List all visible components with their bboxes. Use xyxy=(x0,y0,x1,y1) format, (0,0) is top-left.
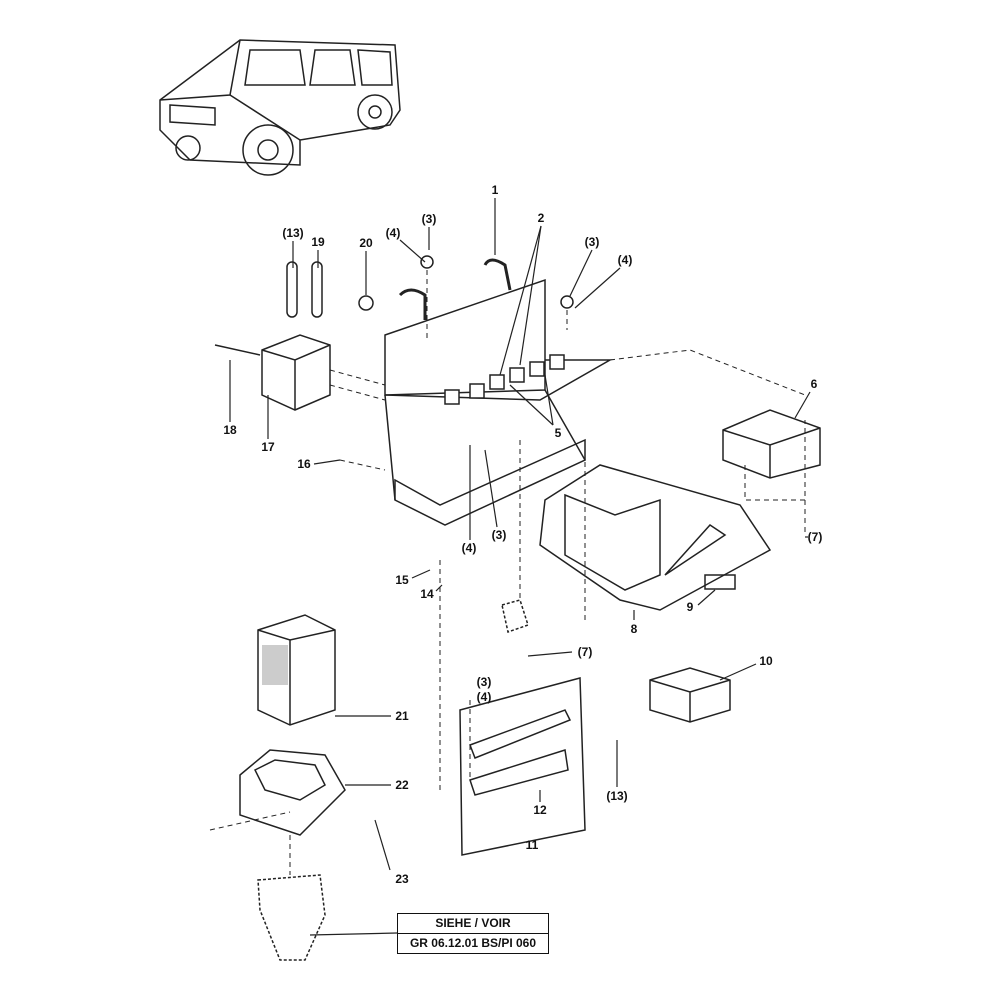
reference-line-1: SIEHE / VOIR xyxy=(435,916,511,930)
callout-22: 22 xyxy=(395,778,409,792)
callout-7: (7) xyxy=(577,645,593,659)
control-unit-6 xyxy=(722,409,821,479)
mounting-bracket xyxy=(384,258,613,526)
callout-4: (4) xyxy=(476,690,492,704)
callout-12: 12 xyxy=(533,803,547,817)
callout-5: 5 xyxy=(554,426,562,440)
callout-7: (7) xyxy=(807,530,823,544)
callout-4: (4) xyxy=(385,226,401,240)
callout-16: 16 xyxy=(297,457,311,471)
callout-21: 21 xyxy=(395,709,409,723)
module-21 xyxy=(257,614,336,726)
callout-6: 6 xyxy=(810,377,818,391)
housing-22 xyxy=(239,749,346,836)
callout-11: 11 xyxy=(525,838,539,852)
callout-15: 15 xyxy=(395,573,409,587)
callout-3: (3) xyxy=(491,528,507,542)
callout-23: 23 xyxy=(395,872,409,886)
dashed-guides xyxy=(209,270,806,875)
callout-3: (3) xyxy=(476,675,492,689)
callout-2: 2 xyxy=(537,211,545,225)
callout-19: 19 xyxy=(311,235,325,249)
callout-3: (3) xyxy=(584,235,600,249)
callout-20: 20 xyxy=(359,236,373,250)
callout-4: (4) xyxy=(617,253,633,267)
leader-lines xyxy=(229,198,811,936)
relays xyxy=(444,354,565,405)
callout-8: 8 xyxy=(630,622,638,636)
callout-10: 10 xyxy=(759,654,773,668)
callout-3: (3) xyxy=(421,212,437,226)
callout-13: (13) xyxy=(606,789,628,803)
callout-4: (4) xyxy=(461,541,477,555)
panel-11 xyxy=(459,677,586,856)
callout-17: 17 xyxy=(261,440,275,454)
vehicle-illustration xyxy=(159,39,401,176)
relay-box-17 xyxy=(214,255,574,411)
reference-box: SIEHE / VOIR GR 06.12.01 BS/PI 060 xyxy=(397,913,549,954)
connector-cluster xyxy=(257,599,529,961)
relay-module-8 xyxy=(539,464,772,611)
callout-18: 18 xyxy=(223,423,237,437)
callout-1: 1 xyxy=(491,183,499,197)
callout-14: 14 xyxy=(420,587,434,601)
reference-line-2: GR 06.12.01 BS/PI 060 xyxy=(398,933,548,953)
box-10 xyxy=(649,667,731,723)
callout-13: (13) xyxy=(282,226,304,240)
callout-9: 9 xyxy=(686,600,694,614)
